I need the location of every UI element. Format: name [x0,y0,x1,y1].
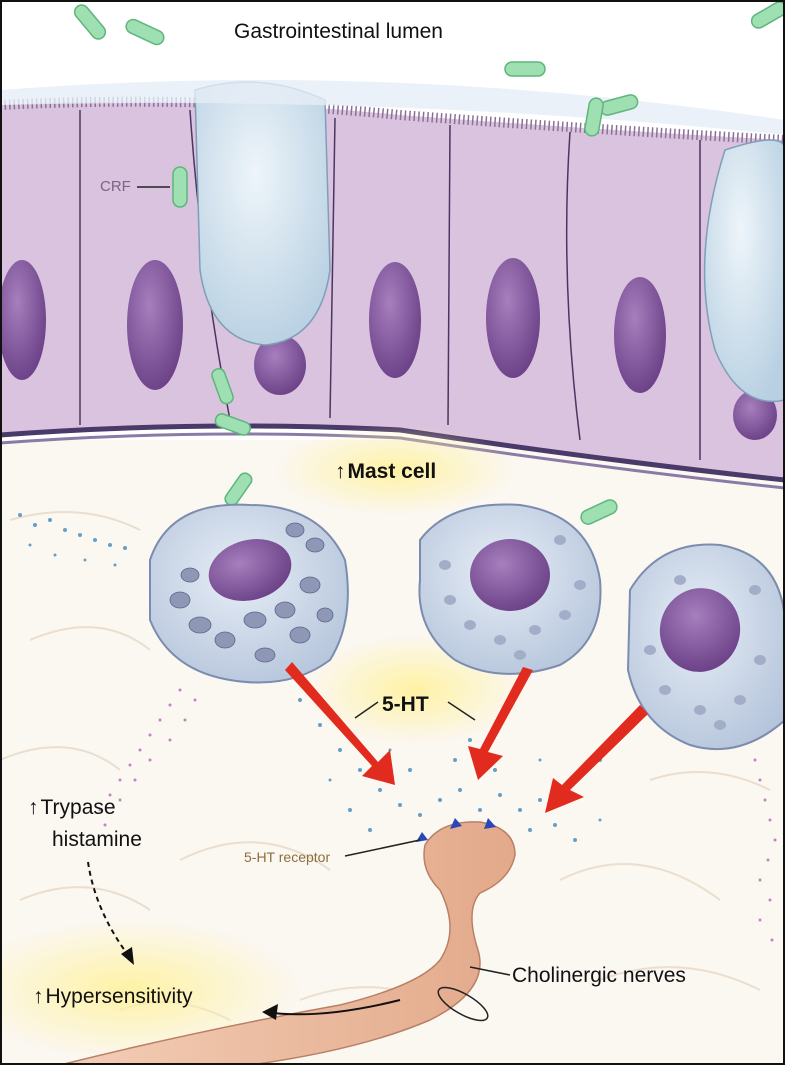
mast-cell-label: ↑Mast cell [335,460,436,483]
mast-cell-text: Mast cell [347,460,437,483]
trypase-label: ↑Trypase [28,796,116,819]
signal-arrowhead [262,1004,278,1020]
glow-mast [275,425,515,515]
causal-arrow [87,861,129,956]
lumen-label: Gastrointestinal lumen [234,20,443,43]
cholinergic-label: Cholinergic nerves [512,964,686,987]
up-arrow-icon: ↑ [28,796,39,819]
5ht-pointers [354,701,476,721]
mast-cell-3 [626,543,785,751]
glow-hypersensitivity [0,920,300,1060]
cholinergic-nerve [59,818,516,1065]
5ht-label: 5-HT [382,693,429,716]
release-arrows [285,662,648,813]
crf-molecules [73,1,785,525]
causal-arrowhead [121,947,134,965]
crf-label: CRF [100,178,131,195]
hypersensitivity-label: ↑Hypersensitivity [33,985,193,1008]
epithelial-nuclei [0,258,777,440]
goblet-cells [0,80,785,403]
hypersensitivity-text: Hypersensitivity [45,985,193,1008]
histamine-label: histamine [52,828,142,851]
up-arrow-icon: ↑ [335,460,346,483]
mast-cell-1 [149,503,349,684]
up-arrow-icon: ↑ [33,985,44,1008]
signal-arrow [264,999,401,1016]
receptor-pointer [344,839,421,857]
mast-cell-2 [418,503,602,675]
trypase-text: Trypase [40,796,116,819]
nerve-pointer [469,966,511,976]
receptor-label: 5-HT receptor [244,849,331,865]
